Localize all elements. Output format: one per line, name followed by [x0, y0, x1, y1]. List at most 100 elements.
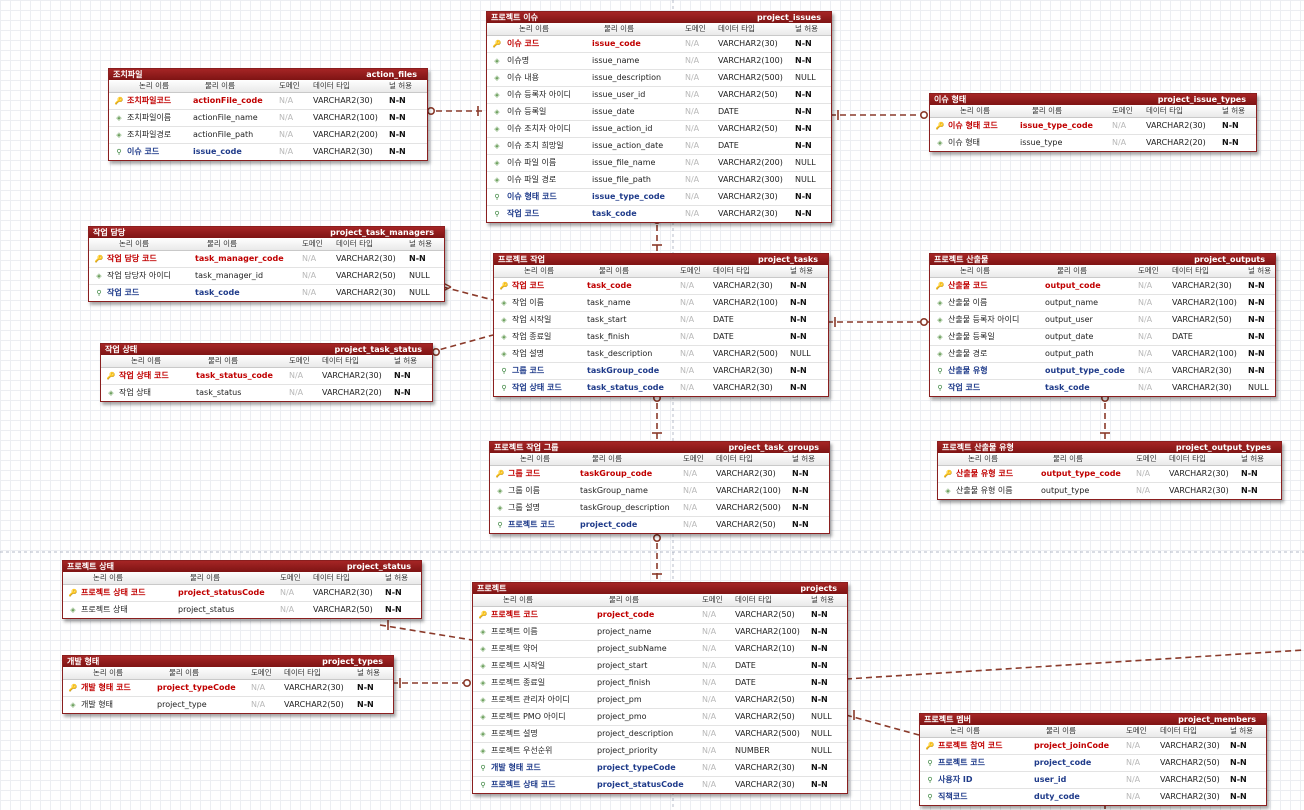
header-type[interactable]: 데이터 타입 [713, 266, 750, 275]
header-null[interactable]: 널 허용 [357, 668, 381, 677]
header-type[interactable]: 데이터 타입 [1146, 106, 1183, 115]
header-logical[interactable]: 논리 이름 [139, 81, 169, 90]
header-null[interactable]: 널 허용 [385, 573, 409, 582]
header-physical[interactable]: 물리 이름 [1046, 726, 1076, 735]
header-domain[interactable]: 도메인 [685, 24, 706, 33]
header-type[interactable]: 데이터 타입 [313, 81, 350, 90]
header-logical[interactable]: 논리 이름 [960, 106, 990, 115]
header-domain[interactable]: 도메인 [289, 356, 310, 365]
header-type[interactable]: 데이터 타입 [1172, 266, 1209, 275]
header-type[interactable]: 데이터 타입 [322, 356, 359, 365]
header-domain[interactable]: 도메인 [1136, 454, 1157, 463]
header-null[interactable]: 널 허용 [792, 454, 816, 463]
header-logical[interactable]: 논리 이름 [119, 239, 149, 248]
header-type[interactable]: 데이터 타입 [1160, 726, 1197, 735]
header-type[interactable]: 데이터 타입 [718, 24, 755, 33]
header-null[interactable]: 널 허용 [790, 266, 814, 275]
header-type[interactable]: 데이터 타입 [284, 668, 321, 677]
header-physical[interactable]: 물리 이름 [1053, 454, 1083, 463]
header-physical[interactable]: 물리 이름 [207, 239, 237, 248]
header-null[interactable]: 널 허용 [409, 239, 433, 248]
header-logical[interactable]: 논리 이름 [968, 454, 998, 463]
header-domain[interactable]: 도메인 [1138, 266, 1159, 275]
header-logical[interactable]: 논리 이름 [960, 266, 990, 275]
header-null[interactable]: 널 허용 [795, 24, 819, 33]
header-physical[interactable]: 물리 이름 [592, 454, 622, 463]
header-physical[interactable]: 물리 이름 [208, 356, 238, 365]
header-domain[interactable]: 도메인 [251, 668, 272, 677]
header-physical[interactable]: 물리 이름 [1057, 266, 1087, 275]
header-physical[interactable]: 물리 이름 [1032, 106, 1062, 115]
header-null[interactable]: 널 허용 [1248, 266, 1272, 275]
header-physical[interactable]: 물리 이름 [599, 266, 629, 275]
header-logical[interactable]: 논리 이름 [950, 726, 980, 735]
header-null[interactable]: 널 허용 [1230, 726, 1254, 735]
header-logical[interactable]: 논리 이름 [524, 266, 554, 275]
header-null[interactable]: 널 허용 [1241, 454, 1265, 463]
header-physical[interactable]: 물리 이름 [609, 595, 639, 604]
header-type[interactable]: 데이터 타입 [336, 239, 373, 248]
header-domain[interactable]: 도메인 [302, 239, 323, 248]
header-logical[interactable]: 논리 이름 [93, 668, 123, 677]
header-type[interactable]: 데이터 타입 [735, 595, 772, 604]
header-domain[interactable]: 도메인 [1112, 106, 1133, 115]
header-domain[interactable]: 도메인 [702, 595, 723, 604]
header-logical[interactable]: 논리 이름 [93, 573, 123, 582]
header-logical[interactable]: 논리 이름 [519, 24, 549, 33]
header-logical[interactable]: 논리 이름 [503, 595, 533, 604]
header-null[interactable]: 널 허용 [1222, 106, 1246, 115]
header-logical[interactable]: 논리 이름 [520, 454, 550, 463]
header-domain[interactable]: 도메인 [680, 266, 701, 275]
